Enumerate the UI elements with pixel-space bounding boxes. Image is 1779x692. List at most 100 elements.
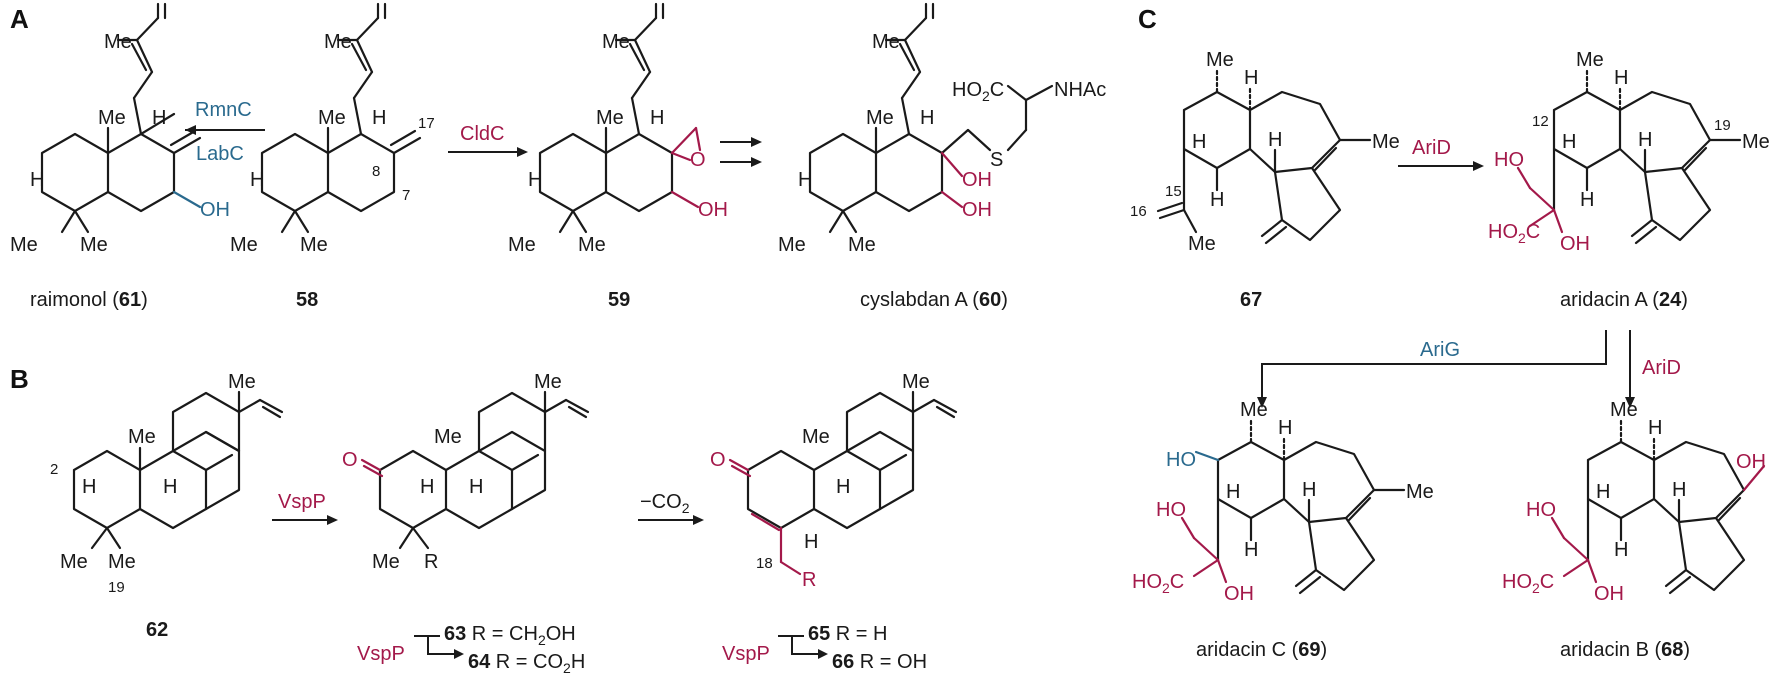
atom-h: H <box>1244 539 1258 561</box>
atom-h: H <box>163 476 177 498</box>
atom-h: H <box>804 531 818 553</box>
atom-h: H <box>1192 131 1206 153</box>
atom-h: H <box>250 169 264 191</box>
atom-me: Me <box>1610 399 1638 421</box>
atom-nhac: NHAc <box>1054 79 1106 101</box>
enzyme-arid: AriD <box>1412 137 1451 159</box>
enzyme-vspp: VspP <box>722 643 770 665</box>
panel-label-c: C <box>1138 4 1157 34</box>
enzyme-arid: AriD <box>1642 357 1681 379</box>
panel-label-b: B <box>10 364 29 394</box>
atom-h: H <box>1210 189 1224 211</box>
atom-oh: OH <box>1736 451 1766 473</box>
atom-h: H <box>1614 67 1628 89</box>
atom-ho: HO <box>1494 149 1524 171</box>
atom-me: Me <box>578 234 606 256</box>
position-17: 17 <box>418 115 435 132</box>
atom-h: H <box>1648 417 1662 439</box>
atom-me: Me <box>866 107 894 129</box>
reaction-arrow-arig <box>1261 330 1607 400</box>
compound-label-62: 62 <box>146 619 168 641</box>
position-18: 18 <box>756 555 773 572</box>
atom-h: H <box>30 169 44 191</box>
atom-me: Me <box>1240 399 1268 421</box>
atom-me: Me <box>534 371 562 393</box>
atom-h: H <box>420 476 434 498</box>
atom-h: H <box>1278 417 1292 439</box>
atom-oh: OH <box>200 199 230 221</box>
atom-me: Me <box>108 551 136 573</box>
atom-h: H <box>469 476 483 498</box>
atom-h: H <box>1580 189 1594 211</box>
enzyme-rmnc: RmnC <box>195 99 252 121</box>
atom-h: H <box>1614 539 1628 561</box>
atom-h: H <box>372 107 386 129</box>
atom-h: H <box>920 107 934 129</box>
atom-me: Me <box>60 551 88 573</box>
atom-h: H <box>1226 481 1240 503</box>
compound-label-69: aridacin C (69) <box>1196 639 1327 661</box>
compound-label-61: raimonol (61) <box>30 289 148 311</box>
compound-label-58: 58 <box>296 289 318 311</box>
position-7: 7 <box>402 187 410 204</box>
atom-me: Me <box>1188 233 1216 255</box>
atom-oh: OH <box>962 169 992 191</box>
atom-ho: HO <box>1526 499 1556 521</box>
atom-s: S <box>990 149 1003 171</box>
atom-me: Me <box>80 234 108 256</box>
panel-label-a: A <box>10 4 29 34</box>
atom-me: Me <box>434 426 462 448</box>
atom-me: Me <box>1406 481 1434 503</box>
atom-oh: OH <box>1224 583 1254 605</box>
atom-h: H <box>1302 479 1316 501</box>
atom-me: Me <box>372 551 400 573</box>
position-12: 12 <box>1532 113 1549 130</box>
atom-h: H <box>152 107 166 129</box>
atom-o: O <box>710 449 726 471</box>
position-19: 19 <box>108 579 125 596</box>
atom-h: H <box>1562 131 1576 153</box>
structure-62 <box>72 390 284 550</box>
atom-me: Me <box>872 31 900 53</box>
compound-label-67: 67 <box>1240 289 1262 311</box>
atom-me: Me <box>1576 49 1604 71</box>
compound-label-68: aridacin B (68) <box>1560 639 1690 661</box>
atom-me: Me <box>228 371 256 393</box>
arrowhead <box>517 147 528 157</box>
atom-h: H <box>650 107 664 129</box>
arrowhead <box>185 125 196 135</box>
structure-cyslabdan-a-60 <box>808 2 1054 234</box>
atom-me: Me <box>300 234 328 256</box>
atom-h: H <box>1244 67 1258 89</box>
atom-ho: HO <box>1156 499 1186 521</box>
structure-59 <box>538 2 702 234</box>
atom-h: H <box>1672 479 1686 501</box>
atom-h: H <box>836 476 850 498</box>
atom-h: H <box>82 476 96 498</box>
atom-o: O <box>342 449 358 471</box>
atom-h: H <box>1638 129 1652 151</box>
structure-aridacin-a-24 <box>1516 68 1742 245</box>
atom-me: Me <box>602 31 630 53</box>
atom-me: Me <box>10 234 38 256</box>
atom-oh: OH <box>1560 233 1590 255</box>
enzyme-arig: AriG <box>1420 339 1460 361</box>
atom-h: H <box>1596 481 1610 503</box>
atom-oh: OH <box>1594 583 1624 605</box>
compound-label-64: 64 R = CO2H <box>468 651 585 676</box>
atom-me: Me <box>104 31 132 53</box>
atom-h: H <box>1268 129 1282 151</box>
atom-me: Me <box>802 426 830 448</box>
structure-58 <box>260 2 422 234</box>
compound-label-60: cyslabdan A (60) <box>860 289 1008 311</box>
atom-h: H <box>798 169 812 191</box>
atom-ho2c: HO2C <box>952 79 1004 104</box>
structure-aridacin-c-69 <box>1180 418 1406 595</box>
atom-oh: OH <box>698 199 728 221</box>
atom-o: O <box>690 149 706 171</box>
enzyme-vspp: VspP <box>278 491 326 513</box>
atom-me: Me <box>902 371 930 393</box>
atom-me: Me <box>128 426 156 448</box>
atom-ho2c: HO2C <box>1488 221 1540 246</box>
